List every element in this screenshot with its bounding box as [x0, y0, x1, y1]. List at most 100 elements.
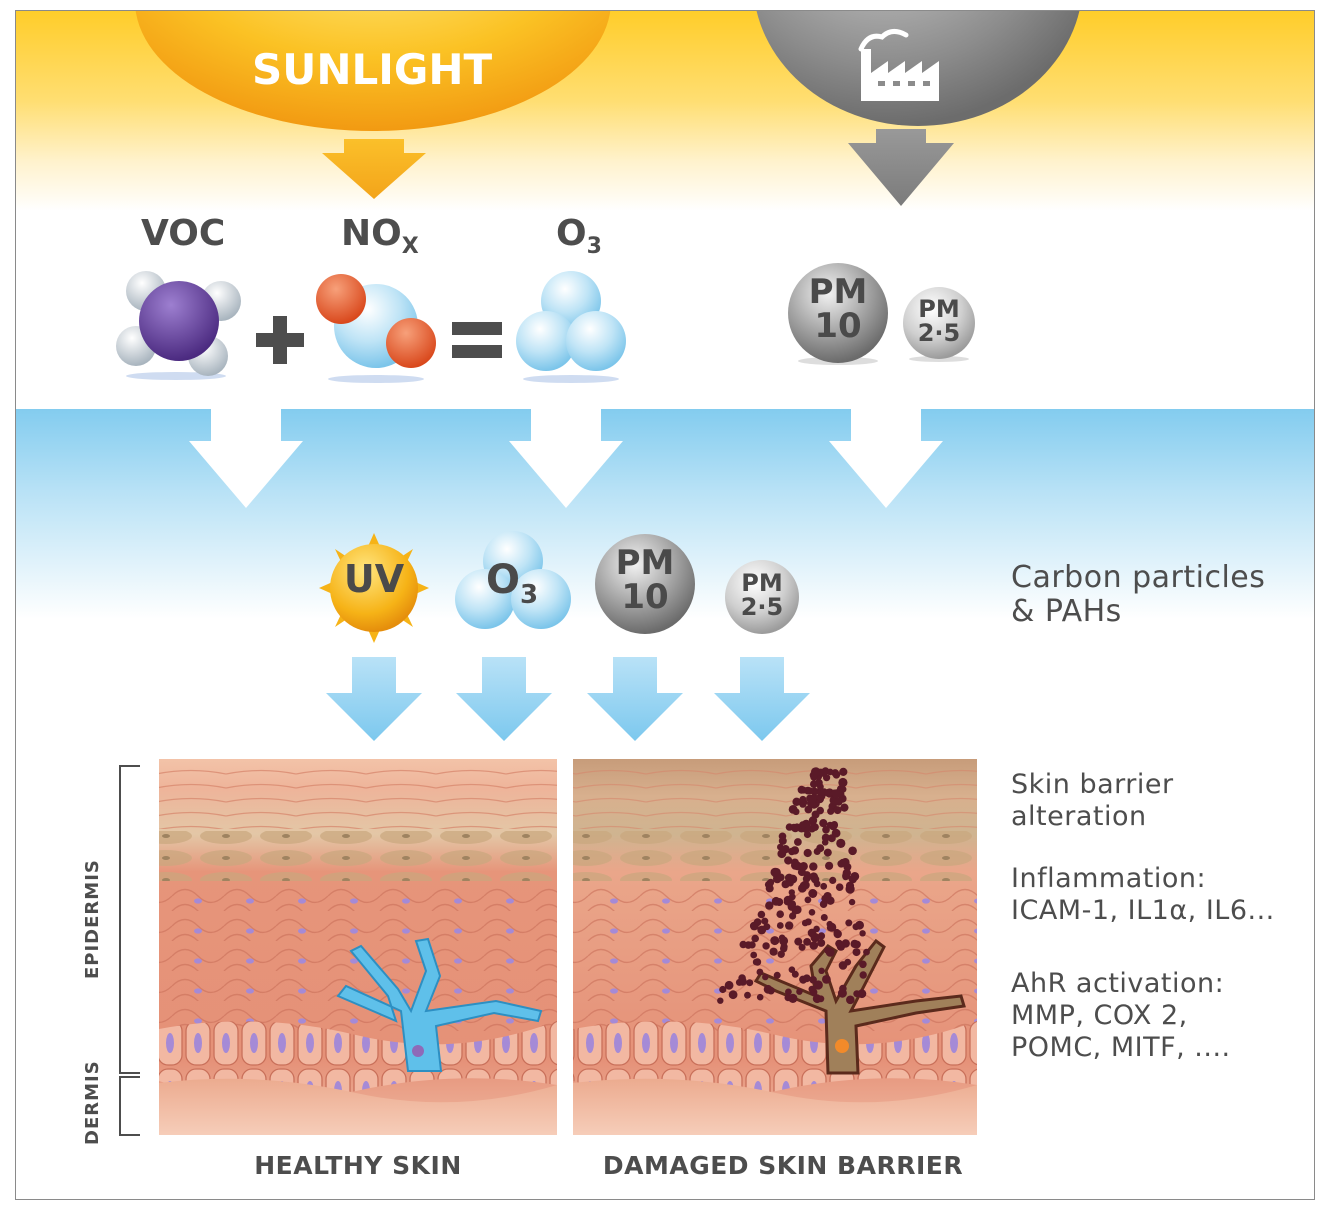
particle-dot [799, 862, 808, 871]
particle-dot [789, 912, 797, 920]
particle-dot [809, 819, 816, 826]
ozone-agent [455, 531, 571, 629]
damaged-skin-illustration [573, 759, 977, 1135]
particle-dot [799, 821, 807, 829]
particle-dot [765, 884, 774, 893]
diagram-graphics [116, 11, 1080, 1136]
particle-dot [751, 934, 759, 943]
healthy-skin-caption: HEALTHY SKIN [254, 1151, 462, 1180]
particle-dot [787, 879, 794, 887]
particle-dot [823, 848, 832, 857]
particle-dot [819, 900, 828, 908]
particle-dot [771, 896, 781, 906]
inflammation-line-1: Inflammation: [1011, 863, 1207, 894]
particle-dot [746, 979, 754, 987]
particle-dot [762, 942, 770, 950]
particle-dot [739, 940, 747, 949]
particle-dot [846, 995, 855, 1005]
particle-dot [750, 951, 758, 959]
particle-dot [784, 856, 793, 865]
particle-dot [821, 833, 830, 842]
particle-dot [848, 874, 857, 884]
particle-dot [838, 961, 848, 970]
particle-dot [785, 988, 792, 996]
particle-dot [776, 873, 785, 882]
particle-dot [817, 995, 825, 1003]
particle-dot [749, 921, 759, 931]
particle-dot [837, 790, 845, 798]
o3-label-main: O [556, 213, 587, 254]
particle-dot [853, 990, 861, 998]
particle-dot [823, 892, 832, 900]
particle-dot [833, 929, 842, 939]
down-arrow-1 [189, 409, 303, 508]
particle-dot [763, 984, 773, 994]
langerhans-cell-damaged [753, 938, 966, 1075]
particle-dot [845, 884, 855, 894]
particle-dot [809, 862, 818, 871]
particle-dot [809, 976, 817, 984]
particle-dot [773, 971, 781, 979]
particle-dot [808, 889, 818, 898]
nox-label-main: NO [341, 213, 402, 254]
particle-dot [834, 797, 843, 806]
sunlight-arrow [322, 139, 426, 199]
dermis-label: DERMIS [82, 1060, 103, 1145]
particle-dot [840, 803, 849, 812]
particle-dot [807, 799, 816, 808]
particle-dot [804, 896, 812, 904]
particle-dot [836, 942, 846, 951]
particle-dot [756, 993, 764, 1001]
down-arrow-2 [509, 409, 623, 508]
epidermis-bracket [119, 765, 140, 1074]
pm25-label-top: PM 2·5 [904, 297, 974, 345]
particle-dot [817, 932, 826, 940]
ozone-molecule [516, 271, 626, 383]
particle-dot [753, 958, 762, 966]
healthy-skin-illustration [159, 759, 557, 1135]
particle-dot [776, 922, 784, 929]
carbon-line-1: Carbon particles [1011, 560, 1266, 595]
particle-dot [728, 990, 738, 1000]
particle-dot [829, 822, 838, 831]
pm25-agent-top: PM [741, 569, 783, 597]
skin-barrier-note: Skin barrier alteration [1011, 769, 1174, 833]
particle-dot [767, 878, 775, 886]
o3-agent-label: O3 [486, 557, 538, 610]
particle-dot [811, 875, 820, 884]
particle-dot [724, 980, 734, 990]
particle-dot [839, 767, 848, 777]
particle-dot [765, 901, 774, 910]
particle-dot [757, 925, 767, 935]
particle-dot [717, 997, 724, 1004]
particle-dot [770, 867, 780, 877]
converging-arrows [189, 409, 943, 508]
particle-dot [783, 898, 791, 906]
particle-dot [827, 922, 837, 932]
particle-dot [738, 977, 747, 986]
particle-dot [848, 846, 857, 856]
barrier-line-2: alteration [1011, 801, 1147, 832]
ahr-activation-note: AhR activation: MMP, COX 2, POMC, MITF, … [1011, 968, 1231, 1064]
voc-label: VOC [141, 213, 226, 254]
particle-dot [798, 884, 807, 893]
particle-dot [776, 910, 784, 918]
particle-dot [748, 941, 756, 949]
down-arrow-3 [829, 409, 943, 508]
particle-dot [850, 939, 859, 949]
ahr-line-2: MMP, COX 2, [1011, 1000, 1188, 1031]
particle-dot [785, 921, 794, 930]
o3-agent-sub: 3 [520, 580, 539, 610]
particle-dot [777, 950, 785, 958]
particle-dot [761, 917, 769, 925]
particle-dot [859, 930, 866, 937]
particle-dot [857, 989, 867, 999]
o3-agent-main: O [486, 557, 521, 603]
uv-agent [319, 533, 429, 643]
carbon-particles-note: Carbon particles & PAHs [1011, 561, 1265, 629]
particle-dot [791, 824, 800, 833]
particle-dot [852, 923, 860, 931]
particle-dot [788, 966, 796, 973]
particle-dot [788, 993, 798, 1004]
particle-dot [799, 795, 807, 803]
